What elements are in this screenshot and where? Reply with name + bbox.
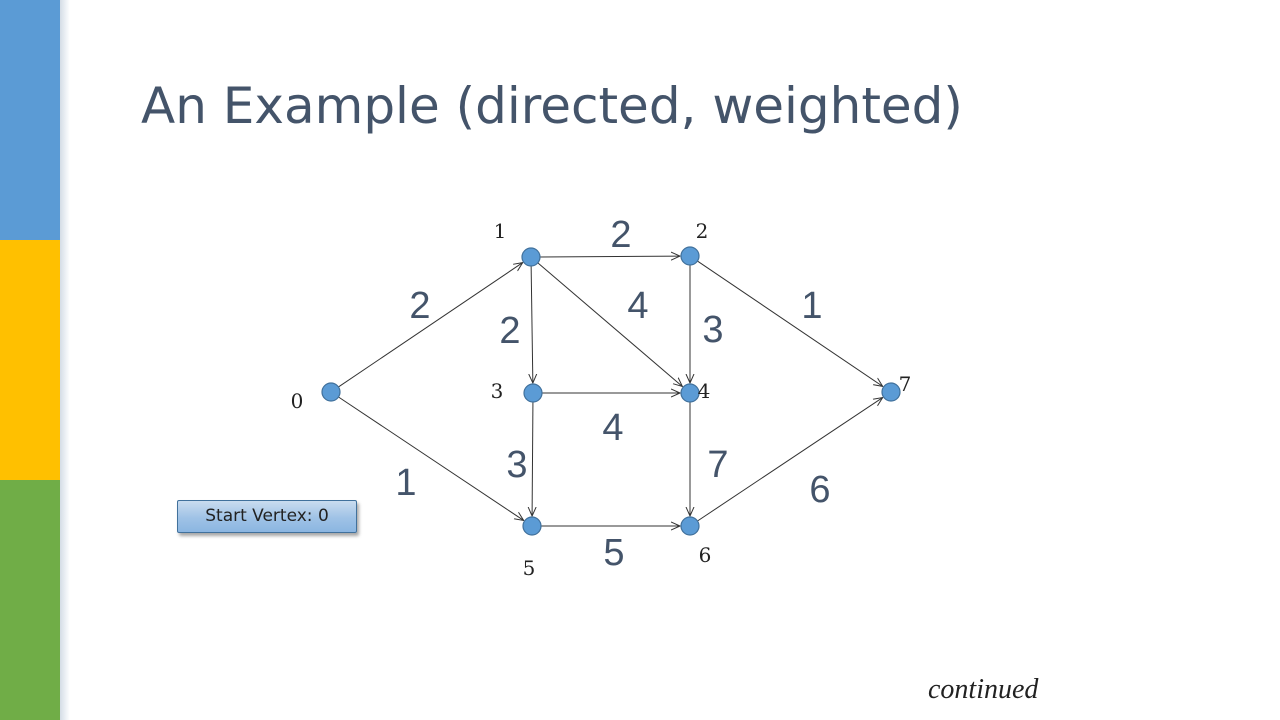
vertex-label-3: 3 [491,379,504,403]
vertex-5 [522,516,542,536]
edge-weight-0-1: 2 [409,285,430,327]
accent-side-bar [0,0,60,720]
vertex-label-4: 4 [698,379,711,403]
vertex-label-2: 2 [696,219,709,243]
edge-0-1 [338,263,522,388]
slide-title: An Example (directed, weighted) [141,77,963,135]
vertex-4 [680,383,700,403]
edge-weight-3-4: 4 [602,407,623,449]
edge-weight-1-3: 2 [499,310,520,352]
edge-weight-2-7: 1 [801,285,822,327]
vertex-labels-layer: 0 1 2 3 4 5 6 7 [291,219,912,580]
edge-weight-4-6: 7 [707,444,728,486]
vertex-label-1: 1 [494,219,507,243]
vertex-label-0: 0 [291,389,304,413]
accent-bar-shadow [60,0,70,720]
edge-1-2 [539,256,680,257]
accent-bar-green [0,480,60,720]
vertex-0 [321,382,341,402]
edge-weight-2-4: 3 [702,309,723,351]
vertex-6 [680,516,700,536]
vertex-2 [680,246,700,266]
edge-weight-5-6: 5 [603,532,624,574]
accent-bar-blue [0,0,60,240]
vertex-7 [881,382,901,402]
edge-weight-1-4: 4 [627,285,648,327]
edges-layer [338,256,882,526]
vertex-label-7: 7 [899,372,912,396]
edge-3-5 [532,401,533,516]
start-vertex-box: Start Vertex: 0 [177,500,357,533]
edge-1-4 [537,262,683,387]
edge-weight-6-7: 6 [809,469,830,511]
vertices-layer [321,246,901,536]
vertex-label-6: 6 [699,543,712,567]
edge-1-3 [531,265,533,383]
edge-weight-1-2: 2 [610,214,631,256]
accent-bar-yellow [0,240,60,480]
weights-layer: 2 1 2 2 4 3 1 4 3 7 5 6 [395,214,830,574]
vertex-label-5: 5 [523,556,536,580]
continued-note: continued [928,674,1039,705]
edge-weight-0-5: 1 [395,462,416,504]
edge-weight-3-5: 3 [506,444,527,486]
edge-0-5 [338,396,523,520]
edge-6-7 [697,398,882,522]
edge-2-7 [697,260,882,386]
vertex-1 [521,247,541,267]
vertex-3 [523,383,543,403]
